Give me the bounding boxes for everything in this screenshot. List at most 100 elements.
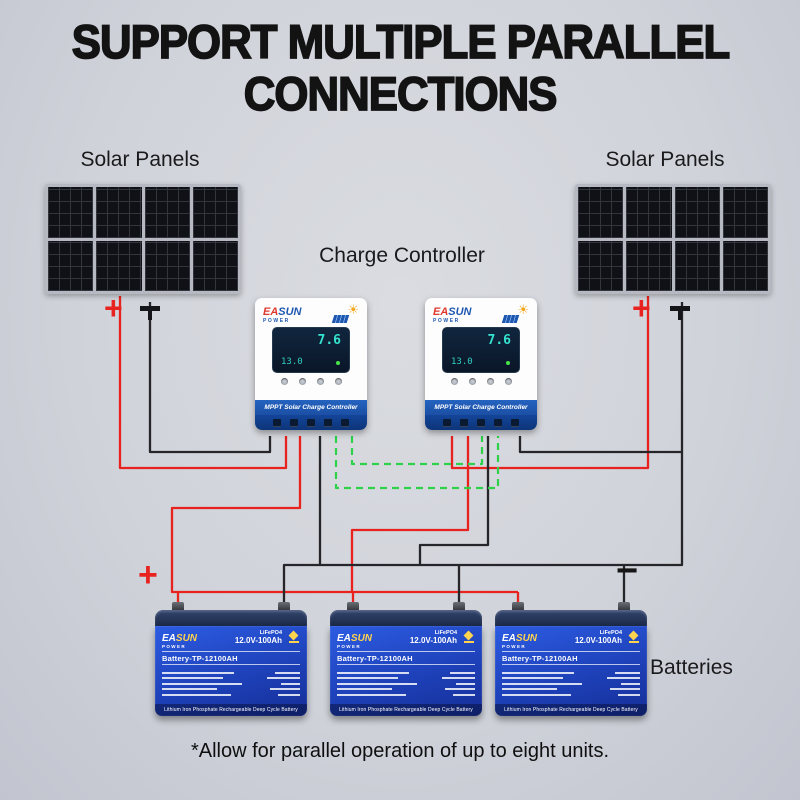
plus-symbol-pv-right: + bbox=[632, 290, 651, 326]
mini-panel-icon bbox=[501, 315, 520, 323]
logo-power: POWER bbox=[263, 317, 290, 324]
easun-logo: EASUN POWER bbox=[502, 633, 538, 649]
battery-footer-label: Lithium Iron Phosphate Rechargeable Deep… bbox=[330, 704, 482, 716]
pv-module bbox=[722, 187, 768, 238]
spec-row bbox=[337, 682, 475, 685]
pv-module bbox=[96, 240, 142, 291]
pv-module bbox=[96, 187, 142, 238]
rating-label: 12.0V-100Ah bbox=[234, 635, 282, 645]
battery-cap bbox=[495, 610, 647, 628]
spec-row bbox=[162, 671, 300, 674]
terminal bbox=[290, 418, 298, 427]
mini-panel-icon bbox=[331, 315, 350, 323]
sun-icon: ☀ bbox=[331, 302, 359, 323]
logo-ea: EA bbox=[263, 306, 279, 318]
battery-model-label: Battery-TP-12100AH bbox=[162, 651, 300, 666]
spec-row bbox=[337, 688, 475, 691]
terminal bbox=[273, 418, 281, 427]
charge-controller-right: EASUN POWER ☀ 7.6 13.0 MPPT Solar Charge… bbox=[425, 298, 537, 430]
minus-tap-pv-left bbox=[140, 306, 160, 320]
logo-sun: SUN bbox=[278, 306, 302, 318]
battery-model-label: Battery-TP-12100AH bbox=[337, 651, 475, 666]
battery-positive-terminal bbox=[347, 602, 359, 613]
spec-row bbox=[502, 693, 640, 696]
wire-right-side-negative bbox=[624, 302, 684, 567]
spec-row bbox=[162, 693, 300, 696]
spec-row bbox=[162, 682, 300, 685]
label-solar-panels-right: Solar Panels bbox=[605, 148, 725, 171]
pv-module bbox=[578, 187, 624, 238]
page-title: SUPPORT MULTIPLE PARALLEL CONNECTIONS bbox=[0, 15, 800, 120]
wire-pv-right-negative bbox=[518, 436, 682, 454]
terminal bbox=[324, 418, 332, 427]
wire-pv-right-positive bbox=[450, 296, 650, 470]
footnote: *Allow for parallel operation of up to e… bbox=[190, 740, 610, 762]
controller-button bbox=[450, 378, 458, 385]
terminal bbox=[494, 418, 502, 427]
controller-buttons bbox=[255, 378, 367, 385]
battery-positive-terminal bbox=[512, 602, 524, 613]
controller-button bbox=[504, 378, 512, 385]
chemistry-label: LiFePO4 bbox=[259, 630, 282, 636]
controller-body: EASUN POWER ☀ 7.6 13.0 MPPT Solar Charge… bbox=[255, 298, 367, 430]
pv-module bbox=[192, 240, 238, 291]
sun-icon: ☀ bbox=[501, 302, 529, 323]
wire-battery-negative-bus bbox=[282, 563, 626, 612]
controller-header: EASUN POWER ☀ bbox=[425, 298, 537, 323]
battery-body: EASUN POWER LiFePO4 12.0V-100Ah Battery-… bbox=[495, 626, 647, 716]
wire-pv-left-positive bbox=[118, 296, 288, 470]
status-led bbox=[336, 361, 340, 365]
label-batteries: Batteries bbox=[650, 656, 733, 679]
battery-header: EASUN POWER LiFePO4 12.0V-100Ah bbox=[162, 630, 300, 649]
logo-ea: EA bbox=[433, 306, 449, 318]
spec-row bbox=[502, 688, 640, 691]
wire-parallel-link-outer bbox=[334, 436, 500, 490]
battery-body: EASUN POWER LiFePO4 12.0V-100Ah Battery-… bbox=[330, 626, 482, 716]
battery-cap bbox=[330, 610, 482, 628]
terminal bbox=[307, 418, 315, 427]
controller-button bbox=[486, 378, 494, 385]
spec-row bbox=[337, 677, 475, 680]
pv-module bbox=[144, 240, 190, 291]
battery-1: EASUN POWER LiFePO4 12.0V-100Ah Battery-… bbox=[155, 602, 307, 716]
battery-body: EASUN POWER LiFePO4 12.0V-100Ah Battery-… bbox=[155, 626, 307, 716]
controller-button bbox=[298, 378, 306, 385]
terminal bbox=[460, 418, 468, 427]
pv-module bbox=[626, 187, 672, 238]
solar-panel-array-left bbox=[45, 184, 241, 294]
spec-row bbox=[502, 682, 640, 685]
controller-terminals bbox=[255, 415, 367, 430]
label-charge-controller: Charge Controller bbox=[319, 244, 485, 267]
controller-button bbox=[280, 378, 288, 385]
terminal bbox=[477, 418, 485, 427]
brand-diamond-icon bbox=[628, 631, 640, 643]
terminal bbox=[443, 418, 451, 427]
battery-spec-table bbox=[337, 668, 475, 704]
wire-controller-left-positive bbox=[170, 436, 518, 594]
battery-cap bbox=[155, 610, 307, 628]
easun-logo: EASUN POWER bbox=[263, 305, 302, 324]
pv-module bbox=[674, 240, 720, 291]
controller-screen: 7.6 13.0 bbox=[272, 327, 350, 373]
screen-sub-value: 13.0 bbox=[451, 357, 473, 367]
spec-row bbox=[337, 693, 475, 696]
spec-row bbox=[502, 671, 640, 674]
battery-header: EASUN POWER LiFePO4 12.0V-100Ah bbox=[502, 630, 640, 649]
battery-negative-terminal bbox=[618, 602, 630, 613]
battery-model-label: Battery-TP-12100AH bbox=[502, 651, 640, 666]
spec-row bbox=[337, 671, 475, 674]
battery-spec-table bbox=[162, 668, 300, 704]
spec-row bbox=[162, 677, 300, 680]
status-led bbox=[506, 361, 510, 365]
battery-rating-block: LiFePO4 12.0V-100Ah bbox=[410, 630, 457, 645]
battery-header: EASUN POWER LiFePO4 12.0V-100Ah bbox=[337, 630, 475, 649]
battery-negative-terminal bbox=[453, 602, 465, 613]
easun-logo: EASUN POWER bbox=[337, 633, 373, 649]
chemistry-label: LiFePO4 bbox=[599, 630, 622, 636]
easun-logo: EASUN POWER bbox=[162, 633, 198, 649]
pv-module bbox=[192, 187, 238, 238]
pv-module bbox=[722, 240, 768, 291]
pv-module bbox=[578, 240, 624, 291]
battery-rating-block: LiFePO4 12.0V-100Ah bbox=[234, 630, 282, 645]
